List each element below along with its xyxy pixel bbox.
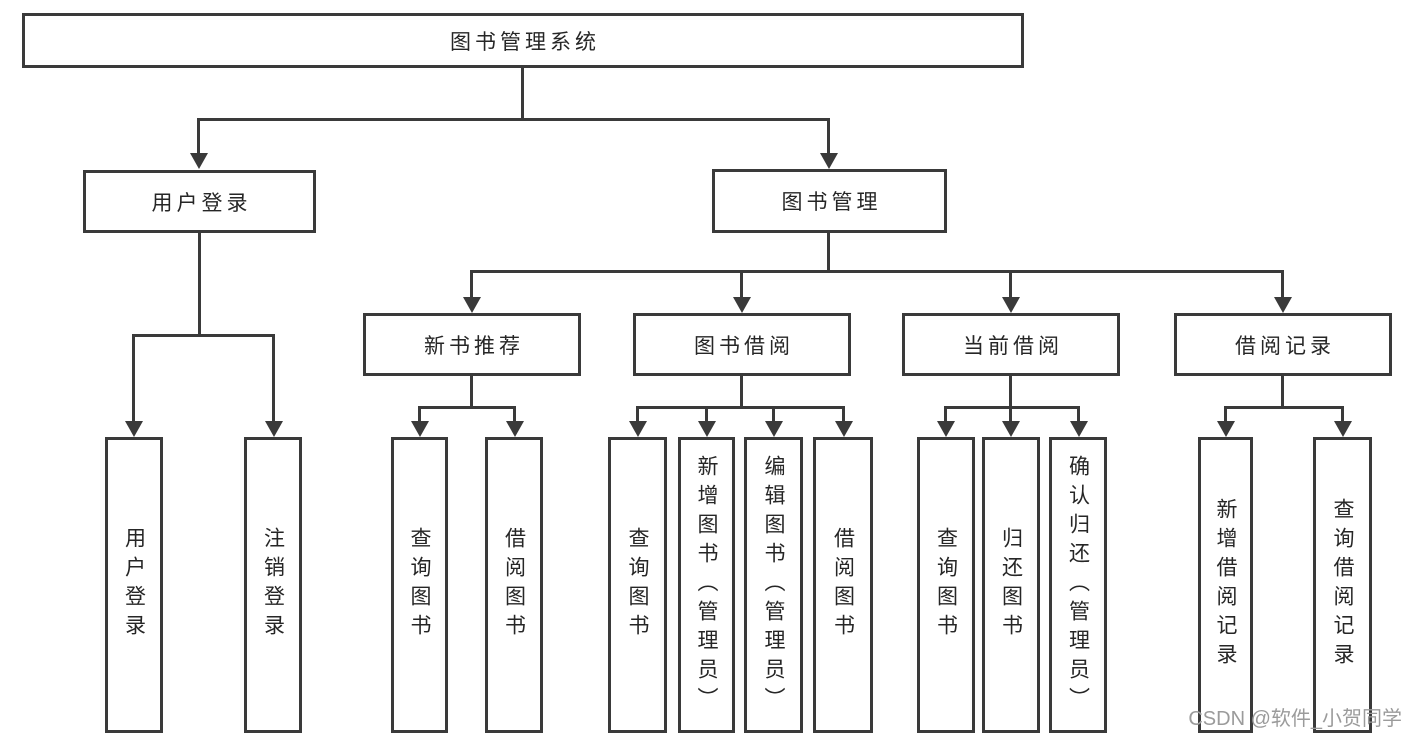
arrow-down-icon	[190, 153, 208, 169]
node-label: 编辑图书（管理员）	[762, 454, 785, 716]
connector-user-login-split	[132, 334, 275, 337]
arrow-down-icon	[1070, 421, 1088, 437]
arrow-down-icon	[1334, 421, 1352, 437]
connector-borrowing-stem	[740, 270, 743, 298]
connector-leaf-stem	[1341, 406, 1344, 422]
node-label: 当前借阅	[963, 334, 1063, 358]
node-label: 用户登录	[122, 527, 146, 643]
arrow-down-icon	[1002, 421, 1020, 437]
connector-leaf-stem	[513, 406, 516, 422]
node-label: 查询借阅记录	[1331, 498, 1354, 672]
connector-level3-split	[470, 270, 1283, 273]
connector-user-login-down	[198, 233, 201, 337]
node-label: 新书推荐	[424, 334, 524, 358]
connector-leaf-stem	[1077, 406, 1080, 422]
node-book-management: 图书管理	[712, 169, 947, 233]
node-label: 借阅记录	[1235, 334, 1335, 358]
arrow-down-icon	[125, 421, 143, 437]
connector-leaf-stem	[272, 334, 275, 422]
connector-book-mgmt-stem	[827, 118, 830, 154]
connector-leaf-stem	[636, 406, 639, 422]
leaf-borrowing-borrow-books: 借阅图书	[813, 437, 873, 733]
leaf-logout: 注销登录	[244, 437, 302, 733]
connector-book-mgmt-down	[827, 233, 830, 273]
leaf-records-add-record: 新增借阅记录	[1198, 437, 1253, 733]
arrow-down-icon	[937, 421, 955, 437]
node-label: 确认归还（管理员）	[1066, 454, 1090, 716]
connector-current-stem	[1009, 270, 1012, 298]
node-label: 借阅图书	[502, 527, 526, 643]
node-label: 图书管理系统	[450, 30, 600, 54]
csdn-watermark: CSDN @软件_小贺同学	[1188, 708, 1402, 730]
node-label: 图书借阅	[694, 334, 794, 358]
node-label: 用户登录	[151, 191, 252, 215]
connector-leaf-stem	[418, 406, 421, 422]
node-user-login: 用户登录	[83, 170, 316, 233]
node-label: 归还图书	[999, 527, 1023, 643]
connector-leaf-stem	[1224, 406, 1227, 422]
arrow-down-icon	[506, 421, 524, 437]
connector-new-book-down	[470, 376, 473, 408]
connector-current-split	[944, 406, 1080, 409]
leaf-user-login: 用户登录	[105, 437, 163, 733]
arrow-down-icon	[698, 421, 716, 437]
connector-leaf-stem	[944, 406, 947, 422]
arrow-down-icon	[463, 297, 481, 313]
leaf-current-confirm-return-admin: 确认归还（管理员）	[1049, 437, 1107, 733]
arrow-down-icon	[820, 153, 838, 169]
connector-borrowing-down	[740, 376, 743, 408]
connector-records-stem	[1281, 270, 1284, 298]
leaf-recommend-query-books: 查询图书	[391, 437, 448, 733]
node-label: 借阅图书	[831, 527, 855, 643]
node-book-borrowing: 图书借阅	[633, 313, 851, 376]
node-label: 查询图书	[934, 527, 958, 643]
connector-root-stem	[521, 68, 524, 120]
leaf-borrowing-add-books-admin: 新增图书（管理员）	[678, 437, 735, 733]
node-root: 图书管理系统	[22, 13, 1024, 68]
arrow-down-icon	[765, 421, 783, 437]
connector-current-down	[1009, 376, 1012, 408]
connector-leaf-stem	[132, 334, 135, 422]
arrow-down-icon	[1002, 297, 1020, 313]
leaf-current-return-books: 归还图书	[982, 437, 1040, 733]
arrow-down-icon	[1217, 421, 1235, 437]
arrow-down-icon	[411, 421, 429, 437]
node-label: 注销登录	[261, 527, 285, 643]
connector-leaf-stem	[1009, 406, 1012, 422]
connector-leaf-stem	[772, 406, 775, 422]
connector-records-down	[1281, 376, 1284, 408]
node-label: 新增图书（管理员）	[695, 454, 718, 716]
arrow-down-icon	[835, 421, 853, 437]
leaf-current-query-books: 查询图书	[917, 437, 975, 733]
arrow-down-icon	[1274, 297, 1292, 313]
node-new-book-recommend: 新书推荐	[363, 313, 581, 376]
connector-new-book-stem	[470, 270, 473, 298]
arrow-down-icon	[629, 421, 647, 437]
node-label: 查询图书	[408, 527, 431, 643]
node-label: 图书管理	[781, 191, 882, 214]
leaf-records-query-record: 查询借阅记录	[1313, 437, 1372, 733]
connector-level2-split	[197, 118, 830, 121]
node-current-borrowing: 当前借阅	[902, 313, 1120, 376]
arrow-down-icon	[265, 421, 283, 437]
node-label: 查询图书	[626, 527, 649, 643]
arrow-down-icon	[733, 297, 751, 313]
node-label: 新增借阅记录	[1214, 498, 1237, 672]
connector-borrowing-split	[636, 406, 845, 409]
leaf-borrowing-query-books: 查询图书	[608, 437, 667, 733]
leaf-recommend-borrow-books: 借阅图书	[485, 437, 543, 733]
connector-new-book-split	[418, 406, 516, 409]
leaf-borrowing-edit-books-admin: 编辑图书（管理员）	[744, 437, 803, 733]
connector-leaf-stem	[705, 406, 708, 422]
node-borrowing-records: 借阅记录	[1174, 313, 1392, 376]
connector-records-split	[1224, 406, 1344, 409]
connector-user-login-stem	[197, 118, 200, 154]
connector-leaf-stem	[842, 406, 845, 422]
